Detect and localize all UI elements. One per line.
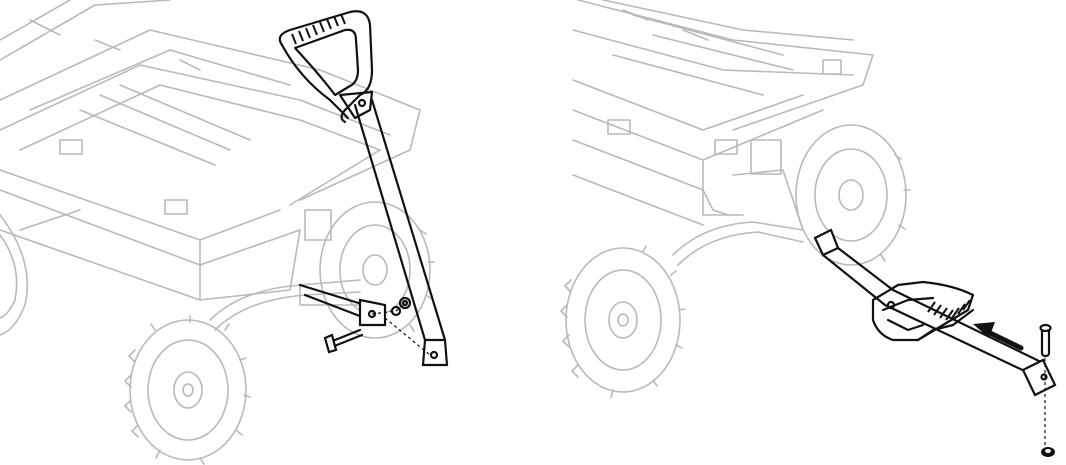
panel-insert-handle [560, 0, 1057, 457]
pin-icon [1039, 323, 1052, 358]
cart-bed [572, 0, 874, 226]
panel-attach-handle [0, 0, 449, 465]
grip-ridges [291, 13, 346, 45]
cart-frame [19, 209, 371, 331]
wheel-front [560, 245, 686, 399]
grip-ridges [927, 299, 971, 321]
wheel-front [124, 315, 251, 465]
cotter-clip-icon [1041, 447, 1055, 457]
handle-grip [871, 280, 975, 342]
alignment-line [371, 302, 431, 356]
cart-frame [672, 169, 804, 266]
arrow-icon [973, 322, 1024, 351]
wheel-rear [319, 201, 435, 339]
wheel-left [0, 214, 28, 336]
tongue-bar [813, 228, 1057, 397]
cart-bed [0, 0, 421, 301]
bolt-icon [323, 328, 364, 354]
tongue-bar [298, 283, 387, 327]
wheel-rear [795, 124, 911, 266]
handle-assembly [278, 10, 449, 367]
